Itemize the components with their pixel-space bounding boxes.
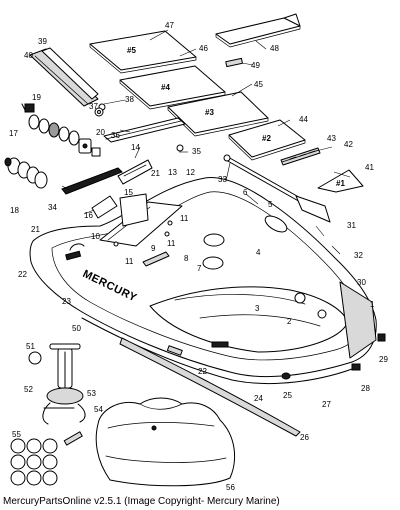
callout-30: 30 (357, 278, 366, 287)
callout-11b: 11 (167, 239, 176, 248)
svg-text:#3: #3 (205, 108, 214, 117)
callout-21b: 21 (31, 225, 40, 234)
callout-46: 46 (199, 44, 208, 53)
svg-text:#2: #2 (262, 134, 271, 143)
oar-shaft-36 (103, 117, 186, 143)
callout-29: 29 (379, 355, 388, 364)
boat-hull: MERCURY (29, 177, 386, 384)
callout-2: 2 (287, 317, 292, 326)
callout-33: 33 (218, 175, 227, 184)
foot-pump (28, 343, 86, 425)
seat-bench-40 (29, 47, 99, 107)
callout-32: 32 (354, 251, 363, 260)
callout-17: 17 (9, 129, 18, 138)
callout-1: 1 (370, 300, 375, 309)
callout-25: 25 (283, 391, 292, 400)
callout-47: 47 (165, 21, 174, 30)
callout-44: 44 (299, 115, 308, 124)
callout-numbers: 47 48 46 49 45 44 43 42 41 39 40 38 37 3… (9, 21, 388, 492)
callout-38: 38 (125, 95, 134, 104)
callout-23: 23 (62, 297, 71, 306)
pocket-15 (119, 193, 149, 227)
callout-40: 40 (24, 51, 33, 60)
callout-11c: 11 (180, 214, 189, 223)
callout-56: 56 (226, 483, 235, 492)
callout-55: 55 (12, 430, 21, 439)
callout-21a: 21 (151, 169, 160, 178)
callout-7: 7 (197, 264, 202, 273)
callout-16: 16 (84, 211, 93, 220)
grommet-11 (113, 220, 173, 247)
callout-50: 50 (72, 324, 81, 333)
callout-24: 24 (254, 394, 263, 403)
oar-lock-37 (94, 107, 104, 117)
callout-37: 37 (89, 102, 98, 111)
callout-5: 5 (268, 200, 273, 209)
callout-22a: 22 (18, 270, 27, 279)
callout-10: 10 (91, 232, 100, 241)
callout-35: 35 (192, 147, 201, 156)
rub-strip-34 (61, 167, 123, 195)
callout-8: 8 (184, 254, 189, 263)
callout-13: 13 (168, 168, 177, 177)
callout-22b: 22 (198, 367, 207, 376)
floor-panel-1: #1 (317, 169, 364, 193)
collar-35 (176, 144, 184, 152)
callout-31: 31 (347, 221, 356, 230)
cone-16 (91, 195, 118, 219)
patch-14 (117, 159, 153, 185)
callout-43: 43 (327, 134, 336, 143)
svg-text:#5: #5 (127, 46, 136, 55)
floor-panel-2: #2 (228, 119, 306, 161)
callout-45: 45 (254, 80, 263, 89)
o-ring-set-18 (4, 157, 48, 189)
callout-42: 42 (344, 140, 353, 149)
callout-3: 3 (255, 304, 260, 313)
callout-28: 28 (361, 384, 370, 393)
callout-54: 54 (94, 405, 103, 414)
callout-49: 49 (251, 61, 260, 70)
keel-strip-26 (119, 337, 301, 437)
callout-48: 48 (270, 44, 279, 53)
callout-51: 51 (26, 342, 35, 351)
leader-lines (61, 29, 351, 255)
callout-34: 34 (48, 203, 57, 212)
panel-clip-49 (225, 57, 243, 68)
valve-cap-20 (78, 138, 101, 157)
callout-36: 36 (111, 131, 120, 140)
callout-14: 14 (131, 143, 140, 152)
patch-kit-55 (10, 431, 83, 486)
callout-15: 15 (124, 188, 133, 197)
callout-19: 19 (32, 93, 41, 102)
callout-9: 9 (151, 244, 156, 253)
floor-panel-5: #5 (89, 30, 197, 74)
callout-27: 27 (322, 400, 331, 409)
callout-20: 20 (96, 128, 105, 137)
callout-12: 12 (186, 168, 195, 177)
plug-25 (281, 372, 291, 380)
valve-assembly-17 (21, 103, 80, 146)
callout-53: 53 (87, 389, 96, 398)
callout-6: 6 (243, 188, 248, 197)
callout-52: 52 (24, 385, 33, 394)
fitting-22-lower (166, 345, 183, 356)
floor-panel-4: #4 (119, 65, 226, 110)
callout-26: 26 (300, 433, 309, 442)
callout-39: 39 (38, 37, 47, 46)
callout-18: 18 (10, 206, 19, 215)
floor-panel-3: #3 (167, 91, 269, 137)
paddle-holder-9 (142, 251, 170, 267)
oar-33 (223, 154, 331, 223)
svg-text:#1: #1 (336, 179, 345, 188)
floor-panel-stringer-48 (215, 13, 301, 48)
callout-41: 41 (365, 163, 374, 172)
callout-4: 4 (256, 248, 261, 257)
callout-11a: 11 (125, 257, 134, 266)
storage-bag-56 (95, 397, 236, 487)
image-caption: MercuryPartsOnline v2.5.1 (Image Copyrig… (3, 496, 280, 507)
svg-text:#4: #4 (161, 83, 170, 92)
tube-42-43 (280, 147, 321, 166)
